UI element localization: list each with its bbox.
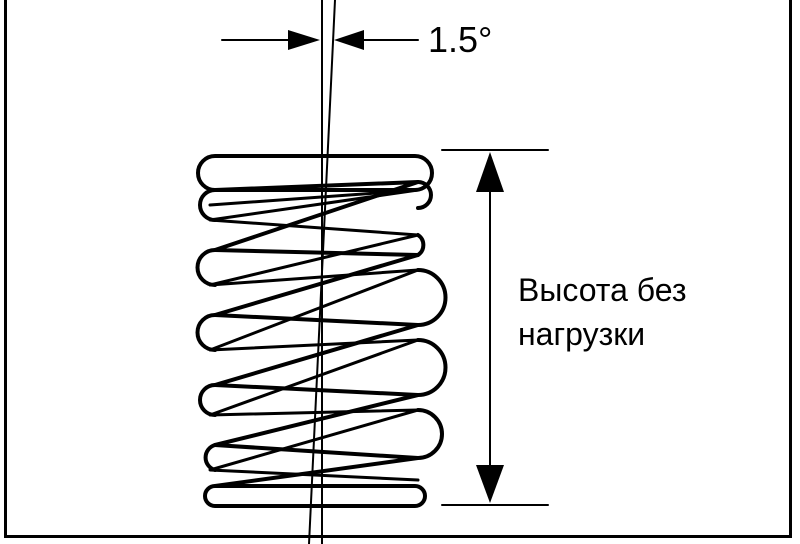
height-arrowhead-bottom [476,465,504,503]
free-height-label: Высота без нагрузки [518,272,687,352]
spring-right-turns [416,180,448,460]
spring-left-turns [195,188,217,472]
coil-spring-icon [195,154,448,508]
diagram-frame [4,0,792,538]
angle-arrowhead-left [288,30,320,50]
tilted-axis-line [308,0,336,544]
angle-label: 1.5° [428,19,493,60]
spring-back-coils [208,188,420,482]
spring-bottom-coil [203,484,427,508]
height-arrowhead-top [476,152,504,192]
angle-arrowhead-right [334,30,364,50]
